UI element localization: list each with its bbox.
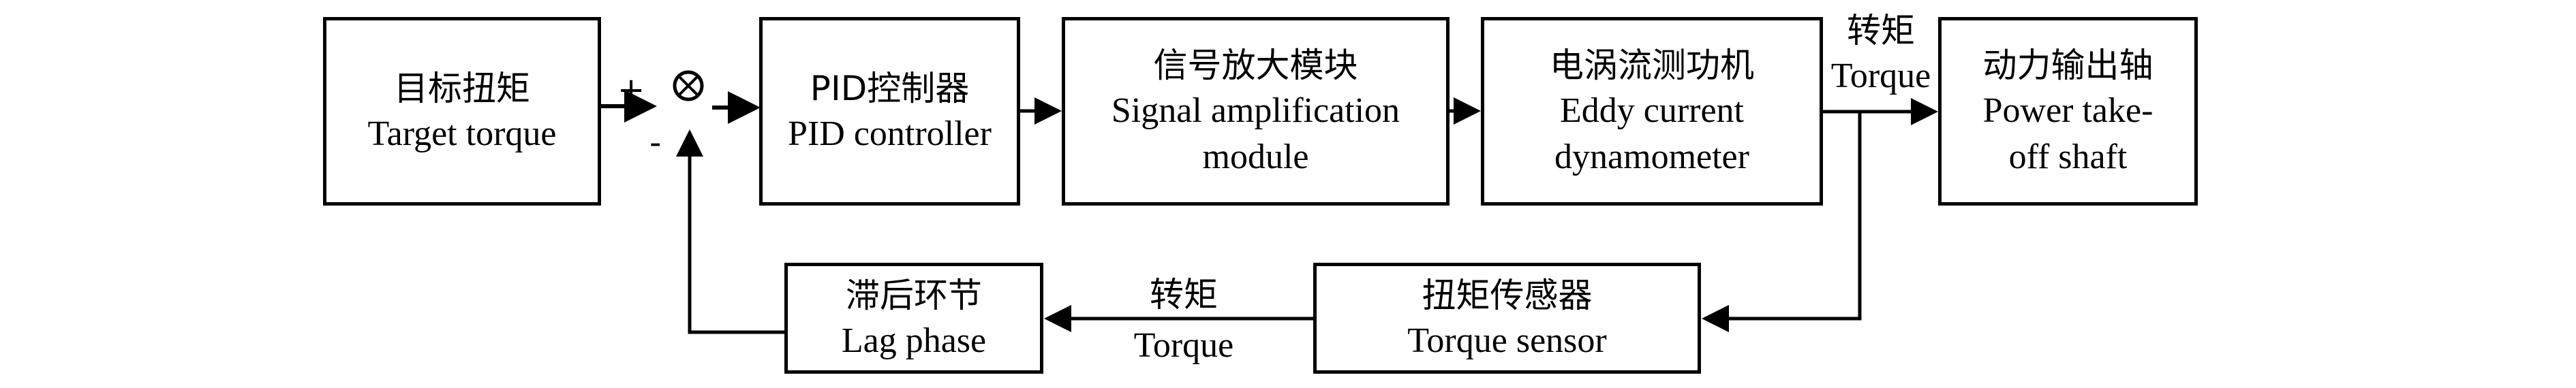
edge-label-feedback-torque: 转矩 Torque <box>1133 272 1235 369</box>
block-pid-controller: PID控制器 PID controller <box>759 17 1020 206</box>
block-label-en: Signal amplification <box>1111 91 1400 130</box>
minus-sign: - <box>649 124 662 162</box>
block-label-zh: 电涡流测功机 <box>1550 45 1754 85</box>
block-label-en: module <box>1202 137 1309 176</box>
edge-label-zh: 转矩 <box>1150 275 1218 314</box>
block-label-zh: 扭矩传感器 <box>1422 275 1593 315</box>
edge-label-en: Torque <box>1830 56 1931 95</box>
block-eddy-current-dynamometer: 电涡流测功机 Eddy current dynamometer <box>1481 17 1823 206</box>
edge-label-zh: 转矩 <box>1847 11 1915 50</box>
block-label-en: Power take- <box>1982 91 2153 130</box>
block-label-en: dynamometer <box>1554 137 1749 176</box>
block-label-zh: 滞后环节 <box>846 275 982 315</box>
block-lag-phase: 滞后环节 Lag phase <box>784 263 1043 374</box>
block-power-take-off-shaft: 动力输出轴 Power take- off shaft <box>1938 17 2198 206</box>
block-label-zh: 动力输出轴 <box>1982 45 2153 85</box>
arrow-feedback-to-sum <box>676 129 785 334</box>
block-label-en: PID controller <box>788 114 992 153</box>
block-label-en: Target torque <box>367 114 557 153</box>
block-label-zh: PID控制器 <box>810 68 970 108</box>
block-target-torque: 目标扭矩 Target torque <box>323 17 601 206</box>
plus-sign: + <box>617 71 645 109</box>
block-label-zh: 信号放大模块 <box>1153 45 1358 85</box>
arrow-branch-to-sensor <box>1702 112 1862 332</box>
block-torque-sensor: 扭矩传感器 Torque sensor <box>1313 263 1701 374</box>
block-label-zh: 目标扭矩 <box>394 68 530 108</box>
edge-label-output-torque: 转矩 Torque <box>1830 8 1932 99</box>
block-label-en: Lag phase <box>841 321 987 360</box>
block-label-en: off shaft <box>2008 137 2128 176</box>
summing-junction <box>673 70 704 101</box>
block-label-en: Torque sensor <box>1407 321 1607 360</box>
block-label-en: Eddy current <box>1559 91 1744 130</box>
edge-label-en: Torque <box>1133 326 1234 365</box>
block-signal-amplification: 信号放大模块 Signal amplification module <box>1062 17 1450 206</box>
